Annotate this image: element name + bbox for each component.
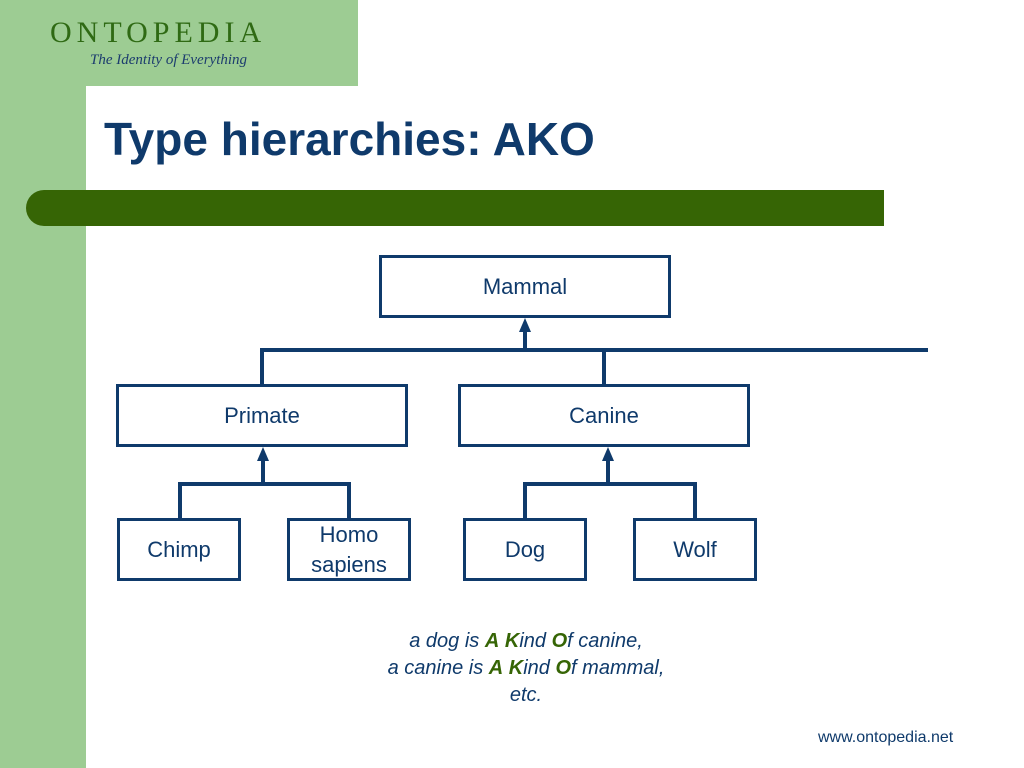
node-mammal: Mammal [379, 255, 671, 318]
caption-line-3: etc. [509, 684, 543, 706]
slide-title: Type hierarchies: AKO [104, 113, 595, 165]
node-homo-sapiens-label: Homo sapiens [311, 521, 387, 577]
connector-level1 [260, 348, 928, 384]
arrowhead-primate [257, 447, 269, 461]
title-underline-bar [26, 190, 884, 226]
node-primate: Primate [116, 384, 408, 447]
node-wolf: Wolf [633, 518, 757, 581]
node-dog: Dog [463, 518, 587, 581]
arrowhead-canine [602, 447, 614, 461]
connector-canine-children [523, 482, 697, 518]
arrowhead-mammal [519, 318, 531, 332]
logo-title: ONTOPEDIA [50, 16, 267, 49]
node-canine: Canine [458, 384, 750, 447]
logo-tagline: The Identity of Everything [90, 52, 248, 68]
logo-background [0, 0, 358, 86]
content-corner [86, 86, 206, 206]
ako-caption: a dog is A Kind Of canine, a canine is A… [326, 628, 726, 709]
node-chimp: Chimp [117, 518, 241, 581]
connector-primate-children [178, 482, 351, 518]
caption-line-1: a dog is A Kind Of canine, [409, 630, 643, 652]
footer-url: www.ontopedia.net [818, 729, 954, 746]
node-homo-sapiens: Homo sapiens [287, 518, 411, 581]
caption-line-2: a canine is A Kind Of mammal, [387, 657, 665, 679]
left-decor-band [0, 0, 86, 768]
